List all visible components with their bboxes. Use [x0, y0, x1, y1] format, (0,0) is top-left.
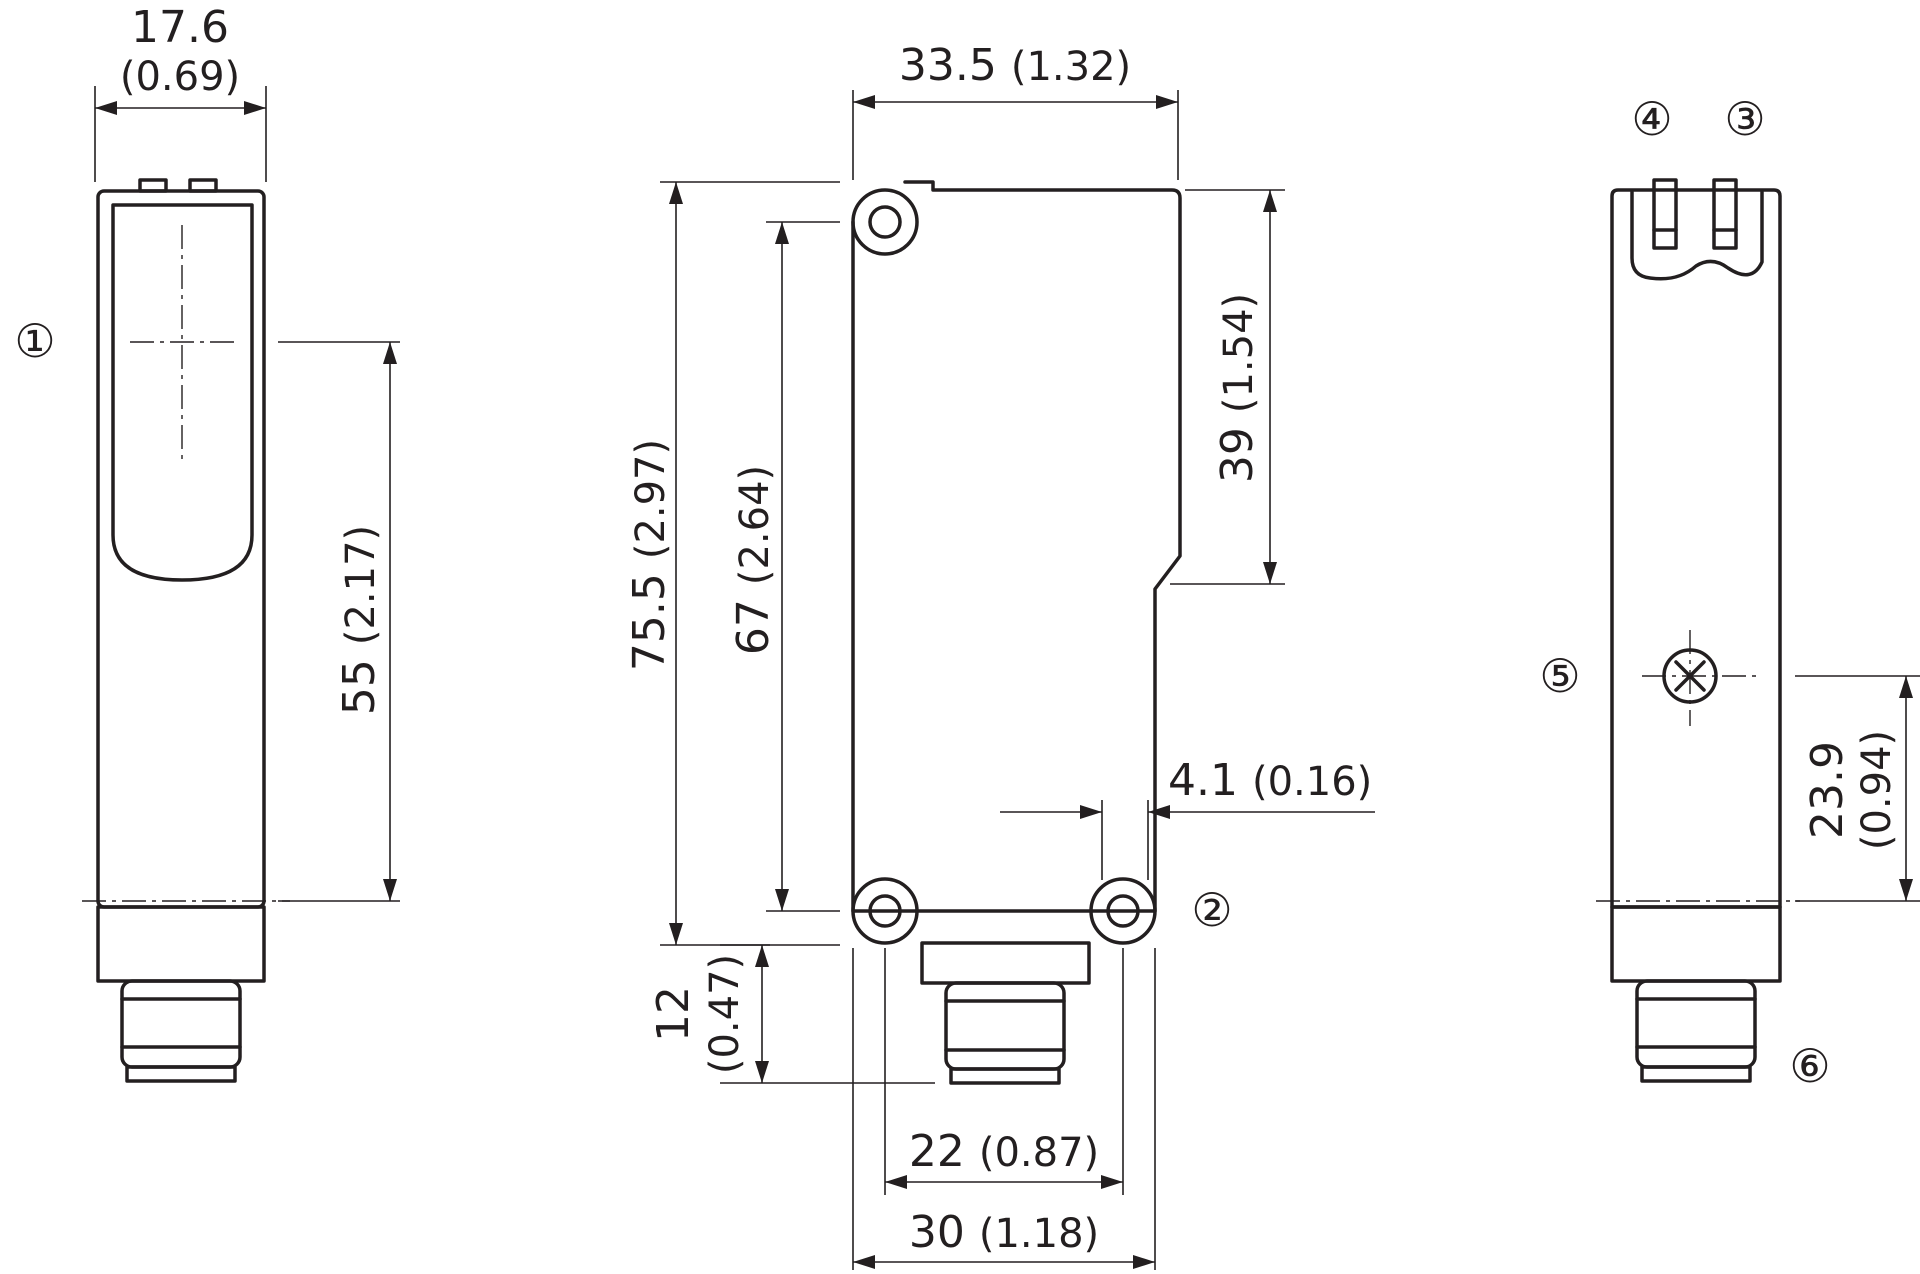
front-hole-spacing-value: 67: [728, 599, 779, 655]
front-total-height: 75.5 (2.97): [624, 439, 675, 671]
right-screw-height-inch: (0.94): [1854, 730, 1900, 850]
callout-2: ②: [1191, 883, 1232, 937]
left-axis-dim-inch: (2.17): [338, 525, 384, 645]
callout-3: ③: [1724, 92, 1765, 146]
front-view: 33.5 (1.32) ② 75.5 (2.97) 67 (2.64): [624, 40, 1375, 1270]
front-connector-height-inch: (0.47): [702, 954, 748, 1074]
front-total-height-value: 75.5: [624, 573, 675, 671]
front-step-height-value: 39: [1212, 427, 1263, 483]
front-step-height: 39 (1.54): [1212, 293, 1263, 483]
left-width-value: 17.6: [131, 2, 229, 53]
front-width-dim: 33.5 (1.32): [899, 40, 1131, 91]
front-hole-distance-value: 22: [909, 1126, 965, 1177]
front-step-height-inch: (1.54): [1216, 293, 1262, 413]
left-width-inch: (0.69): [120, 54, 240, 100]
front-offset-inch: (0.16): [1252, 759, 1372, 805]
right-screw-height-value: 23.9: [1802, 741, 1853, 839]
front-width-value: 33.5: [899, 40, 997, 91]
left-axis-dim: 55 (2.17): [334, 525, 385, 715]
front-hole-spacing: 67 (2.64): [728, 465, 779, 655]
front-hole-spacing-inch: (2.64): [732, 465, 778, 585]
right-side-view: ④ ③ ⑤ ⑥ 23.9 (0.94): [1539, 92, 1920, 1093]
front-bottom-width-inch: (1.18): [979, 1211, 1099, 1257]
callout-6: ⑥: [1789, 1039, 1830, 1093]
front-offset: 4.1 (0.16): [1168, 755, 1372, 806]
callout-5: ⑤: [1539, 649, 1580, 703]
front-hole-distance: 22 (0.87): [909, 1126, 1099, 1177]
front-offset-value: 4.1: [1168, 755, 1238, 806]
callout-4: ④: [1631, 92, 1672, 146]
left-side-view: 17.6 (0.69) ① 55 (2.17): [14, 2, 400, 1083]
front-bottom-width-value: 30: [909, 1207, 965, 1258]
front-bottom-width: 30 (1.18): [909, 1207, 1099, 1258]
callout-1: ①: [14, 314, 55, 368]
front-connector-height-value: 12: [648, 986, 699, 1042]
front-hole-distance-inch: (0.87): [979, 1130, 1099, 1176]
left-axis-dim-value: 55: [334, 659, 385, 715]
front-total-height-inch: (2.97): [628, 439, 674, 559]
front-width-inch: (1.32): [1011, 44, 1131, 90]
